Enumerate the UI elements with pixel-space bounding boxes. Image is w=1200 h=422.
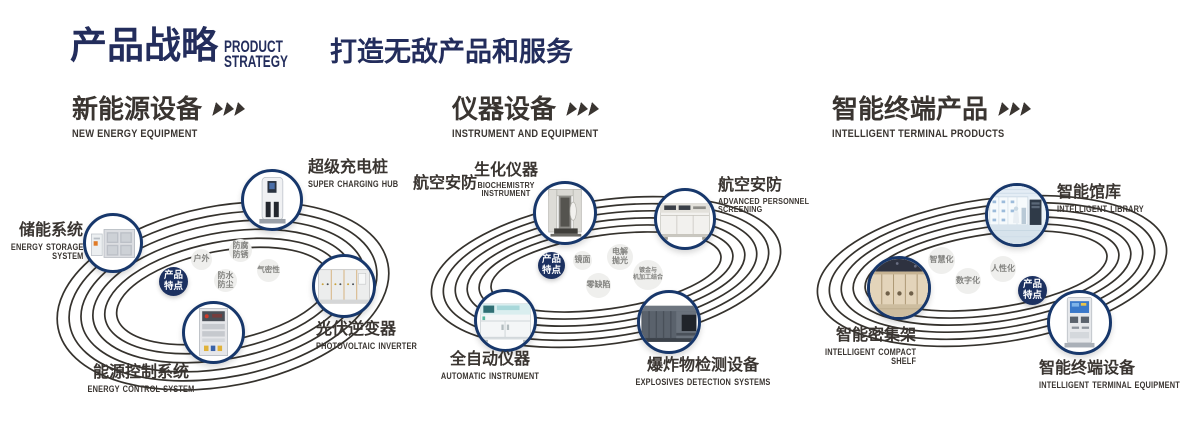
feature-bubble-electropolish: 电解抛光	[607, 244, 633, 270]
product-circle-energy-storage	[83, 213, 143, 273]
page-title-en: PRODUCT STRATEGY	[224, 37, 288, 71]
section-instrument-title: 仪器设备	[452, 96, 599, 122]
label-automatic-instrument: 全自动仪器 AUTOMATIC INSTRUMENT	[440, 351, 540, 381]
feature-bubble-anticorrosion: 防腐防锈	[229, 239, 252, 262]
section-new-energy-title-text: 新能源设备	[72, 94, 203, 124]
feature-bubble-humanized: 人性化	[990, 256, 1016, 282]
page-title: 产品战略	[70, 25, 218, 66]
label-aviation-security-right: 航空安防 ADVANCED PERSONNEL SCREENING	[718, 177, 810, 215]
personnel-screening-photo	[660, 203, 710, 240]
page-title-en-line2: STRATEGY	[224, 52, 288, 71]
section-instrument-title-text: 仪器设备	[452, 94, 557, 124]
product-circle-pv-inverter	[312, 254, 376, 318]
energy-control-photo	[199, 308, 228, 356]
page-slogan: 打造无敌产品和服务	[330, 37, 573, 67]
label-intelligent-library: 智能馆库 INTELLIGENT LIBRARY	[1057, 184, 1144, 214]
feature-bubble-mirror: 镜面	[573, 251, 592, 270]
section-intelligent-title-text: 智能终端产品	[832, 94, 989, 124]
product-circle-compact-shelf	[867, 256, 931, 320]
label-biochemistry: 生化仪器 BIOCHEMISTRY INSTRUMENT	[474, 162, 539, 199]
section-new-energy-subtitle: NEW ENERGY EQUIPMENT	[72, 128, 198, 140]
feature-bubble-digital: 数字化	[955, 268, 981, 294]
super-charging-photo	[259, 177, 286, 224]
product-circle-explosives-detection	[637, 290, 701, 354]
orbit-rings-instrument	[430, 195, 782, 349]
intelligent-library-photo	[988, 186, 1046, 244]
product-circle-super-charging	[241, 169, 303, 231]
pv-inverter-photo	[318, 269, 370, 304]
label-super-charging: 超级充电桩 SUPER CHARGING HUB	[308, 159, 399, 189]
label-terminal-equipment: 智能终端设备 INTELLIGENT TERMINAL EQUIPMENT	[1039, 360, 1180, 390]
triple-chevron-icon	[566, 102, 601, 116]
label-energy-storage: 储能系统 ENERGY STORAGE SYSTEM	[10, 222, 83, 262]
triple-chevron-icon	[998, 102, 1033, 116]
energy-storage-photo	[91, 229, 135, 258]
feature-bubble-airtight: 气密性	[257, 259, 280, 282]
product-circle-terminal-equipment	[1047, 290, 1112, 355]
page-title-en-line1: PRODUCT	[224, 37, 283, 56]
product-features-badge-intelligent: 产品特点	[1018, 276, 1047, 305]
feature-bubble-waterproof: 防水防尘	[214, 269, 237, 292]
label-energy-control: 能源控制系统 ENERGY CONTROL SYSTEM	[87, 364, 195, 394]
section-instrument-subtitle: INSTRUMENT AND EQUIPMENT	[452, 128, 599, 140]
terminal-equipment-photo	[1064, 297, 1095, 348]
automatic-instrument-photo	[480, 303, 531, 343]
compact-shelf-photo	[870, 259, 928, 317]
section-new-energy-title: 新能源设备	[72, 96, 245, 122]
feature-bubble-smart: 智慧化	[928, 247, 955, 274]
security-gate-photo	[548, 189, 582, 237]
section-intelligent-subtitle: INTELLIGENT TERMINAL PRODUCTS	[832, 128, 1005, 140]
feature-bubble-outdoor: 户外	[191, 249, 212, 270]
explosives-detection-photo	[641, 305, 697, 342]
product-circle-security-gate	[533, 181, 597, 245]
product-circle-personnel-screening	[654, 188, 716, 250]
triple-chevron-icon	[212, 102, 247, 116]
label-pv-inverter: 光伏逆变器 PHOTOVOLTAIC INVERTER	[316, 321, 418, 351]
feature-bubble-zero-defect: 零缺陷	[586, 273, 611, 298]
label-compact-shelf: 智能密集架 INTELLIGENT COMPACT SHELF	[824, 327, 916, 367]
product-features-badge-instrument: 产品特点	[538, 252, 565, 279]
label-aviation-security-left: 航空安防	[413, 175, 478, 192]
feature-bubble-gold-plating: 镀金与机加工结合	[633, 260, 663, 290]
product-circle-automatic-instrument	[474, 289, 537, 352]
product-circle-energy-control	[182, 301, 245, 364]
product-circle-intelligent-library	[985, 183, 1049, 247]
label-explosives-detection: 爆炸物检测设备 EXPLOSIVES DETECTION SYSTEMS	[635, 357, 771, 387]
product-features-badge-new-energy: 产品特点	[159, 267, 188, 296]
section-intelligent-title: 智能终端产品	[832, 96, 1031, 122]
